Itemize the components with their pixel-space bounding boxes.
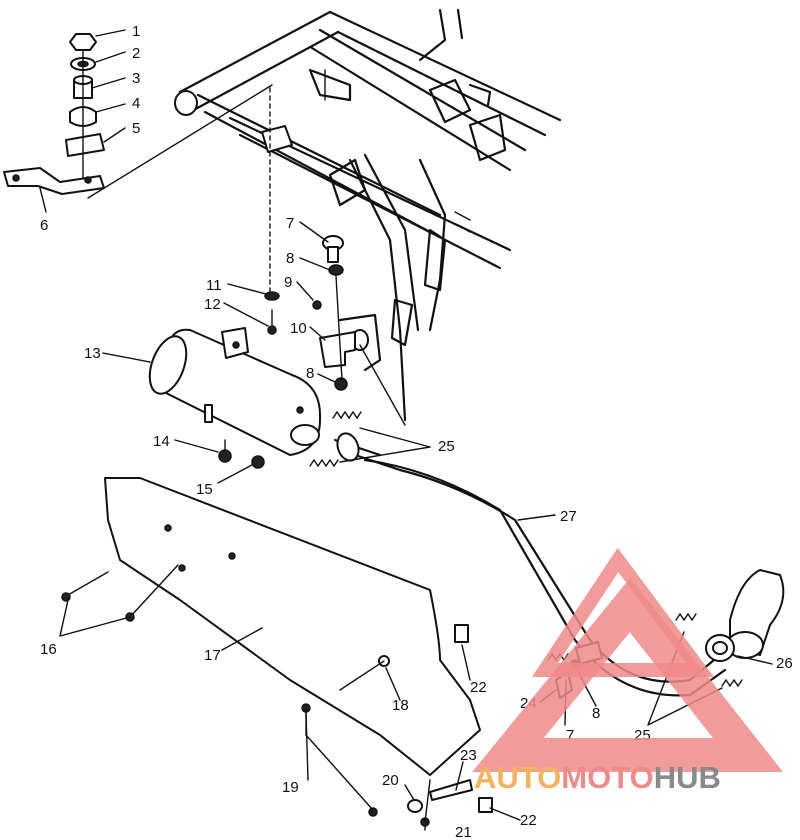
muffler-hardware <box>264 235 356 391</box>
bracket-part <box>65 133 105 157</box>
callout-18: 18 <box>392 697 409 714</box>
callout-5: 5 <box>132 120 140 137</box>
callout-8-lower: 8 <box>592 705 600 722</box>
callout-labels: 1 2 3 4 5 6 7 8 9 10 11 12 13 8 14 15 25… <box>40 23 793 840</box>
callout-10: 10 <box>290 320 307 337</box>
watermark-text-hub: HUB <box>654 760 721 795</box>
callout-11: 11 <box>206 277 222 294</box>
callout-22-upper: 22 <box>470 679 487 696</box>
callout-2: 2 <box>132 45 140 62</box>
nut-part <box>69 33 97 51</box>
callout-17: 17 <box>204 647 221 664</box>
callout-14: 14 <box>153 433 170 450</box>
mount-stack <box>3 33 273 199</box>
callout-19: 19 <box>282 779 299 796</box>
callout-23: 23 <box>460 747 477 764</box>
watermark-text-moto: MOTO <box>561 760 653 795</box>
callout-27: 27 <box>560 508 577 525</box>
leader-lines <box>39 29 773 831</box>
watermark-text-auto: AUTO <box>474 760 561 795</box>
exhaust-elbow-part <box>705 569 785 662</box>
callout-15: 15 <box>196 481 213 498</box>
callout-3: 3 <box>132 70 140 87</box>
callout-25-upper: 25 <box>438 438 455 455</box>
callout-6: 6 <box>40 217 48 234</box>
callout-7-lower: 7 <box>566 727 574 744</box>
watermark-triangle-inner <box>531 547 714 677</box>
callout-26: 26 <box>776 655 793 672</box>
callout-8-middle: 8 <box>306 365 314 382</box>
callout-21: 21 <box>455 824 472 840</box>
callout-13: 13 <box>84 345 101 362</box>
heat-shield-part <box>104 477 481 776</box>
callout-7-upper: 7 <box>286 215 294 232</box>
callout-8-upper: 8 <box>286 250 294 267</box>
callout-1: 1 <box>132 23 140 40</box>
svg-text:AUTOMOTOHUB: AUTOMOTOHUB <box>474 760 721 795</box>
callout-16: 16 <box>40 641 57 658</box>
callout-20: 20 <box>382 772 399 789</box>
callout-22-lower: 22 <box>520 812 537 829</box>
watermark-triangle-logo <box>472 577 784 772</box>
frame-assembly <box>174 8 562 426</box>
muffler-part <box>148 327 321 456</box>
callout-9: 9 <box>284 274 292 291</box>
callout-4: 4 <box>132 95 140 112</box>
automotohub-watermark: AUTOMOTOHUB <box>472 547 784 795</box>
callout-12: 12 <box>204 296 221 313</box>
